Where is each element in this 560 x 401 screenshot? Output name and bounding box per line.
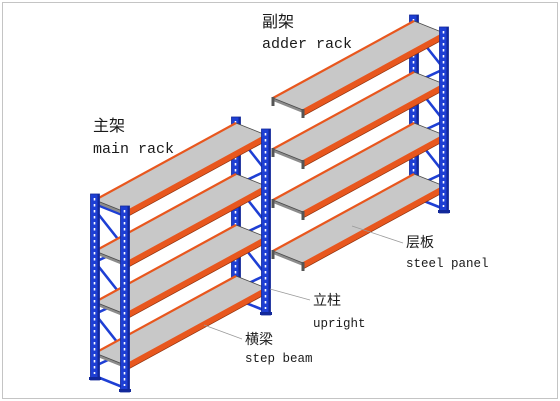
step-beam-back bbox=[94, 275, 237, 354]
panel-end-edge bbox=[95, 200, 125, 215]
main-upright-left-far bbox=[89, 193, 101, 381]
panel-end-edge bbox=[273, 200, 303, 215]
beam-hook bbox=[301, 160, 305, 169]
upright-side-face bbox=[446, 27, 449, 213]
upright-leader bbox=[269, 288, 311, 301]
beam-hook bbox=[271, 199, 275, 208]
frame-top-brace bbox=[94, 202, 126, 218]
step-beam-front-edge bbox=[302, 32, 445, 111]
upright-side-face bbox=[268, 129, 271, 315]
beam-hook bbox=[301, 211, 305, 220]
upright-label-zh: 立柱 bbox=[313, 293, 341, 309]
upright-side-face bbox=[97, 194, 100, 380]
step-beam-back bbox=[94, 224, 237, 303]
beam-hook bbox=[301, 262, 305, 271]
upright-foot bbox=[89, 377, 101, 380]
step-beam-front-edge bbox=[124, 134, 267, 213]
adder-shelf-1 bbox=[271, 20, 445, 118]
main-rack-label-en: main rack bbox=[93, 141, 174, 158]
main-upright-right-near bbox=[260, 128, 272, 316]
step-beam-back bbox=[272, 71, 415, 150]
beam-hook bbox=[271, 148, 275, 157]
upright-label-en: upright bbox=[313, 317, 366, 331]
adder-upright-near bbox=[438, 26, 450, 214]
beam-hook bbox=[271, 97, 275, 106]
panel-end-edge bbox=[273, 149, 303, 164]
beam-hook bbox=[301, 109, 305, 118]
steel-panel-label-zh: 层板 bbox=[406, 235, 434, 251]
panel-end-edge bbox=[95, 302, 125, 317]
upright-foot bbox=[260, 312, 272, 315]
step-beam-front-edge bbox=[302, 134, 445, 213]
upright-side-face bbox=[238, 117, 241, 303]
upright-foot bbox=[119, 389, 131, 392]
labels: 副架 adder rack 主架 main rack 层板 steel pane… bbox=[93, 12, 489, 366]
adder-shelf-4 bbox=[271, 173, 445, 271]
adder-rack-label-zh: 副架 bbox=[262, 12, 294, 31]
step-beam-label-en: step beam bbox=[245, 352, 313, 366]
steel-panel-label-en: steel panel bbox=[406, 257, 489, 271]
upright-foot bbox=[438, 210, 450, 213]
step-beam-back bbox=[94, 173, 237, 252]
main-shelf-2 bbox=[94, 173, 267, 270]
upright-side-face bbox=[127, 206, 130, 392]
step-beam-front-edge bbox=[302, 83, 445, 162]
adder-rack-label-en: adder rack bbox=[262, 36, 352, 53]
step-beam-back bbox=[272, 20, 415, 99]
step-beam-back bbox=[94, 122, 237, 201]
upright-side-face bbox=[416, 15, 419, 201]
step-beam-label-zh: 横梁 bbox=[245, 332, 273, 348]
step-beam-front-edge bbox=[302, 185, 445, 264]
step-beam-leader bbox=[203, 324, 243, 340]
main-upright-left-near bbox=[119, 205, 131, 393]
step-beam-front-edge bbox=[124, 185, 267, 264]
panel-end-edge bbox=[273, 98, 303, 113]
steel-panel-leader bbox=[351, 225, 404, 244]
step-beam-front-edge bbox=[124, 287, 267, 366]
adder-rack bbox=[271, 14, 450, 271]
panel-end-edge bbox=[95, 353, 125, 368]
leader-lines bbox=[203, 225, 404, 340]
beam-hook bbox=[271, 250, 275, 259]
panel-end-edge bbox=[95, 251, 125, 266]
main-rack-label-zh: 主架 bbox=[93, 116, 125, 135]
panel-end-edge bbox=[273, 251, 303, 266]
step-beam-front-edge bbox=[124, 236, 267, 315]
step-beam-back bbox=[272, 173, 415, 252]
main-shelf-3 bbox=[94, 224, 267, 321]
step-beam-back bbox=[272, 122, 415, 201]
main-rack bbox=[89, 116, 272, 393]
main-shelf-1 bbox=[94, 122, 267, 219]
